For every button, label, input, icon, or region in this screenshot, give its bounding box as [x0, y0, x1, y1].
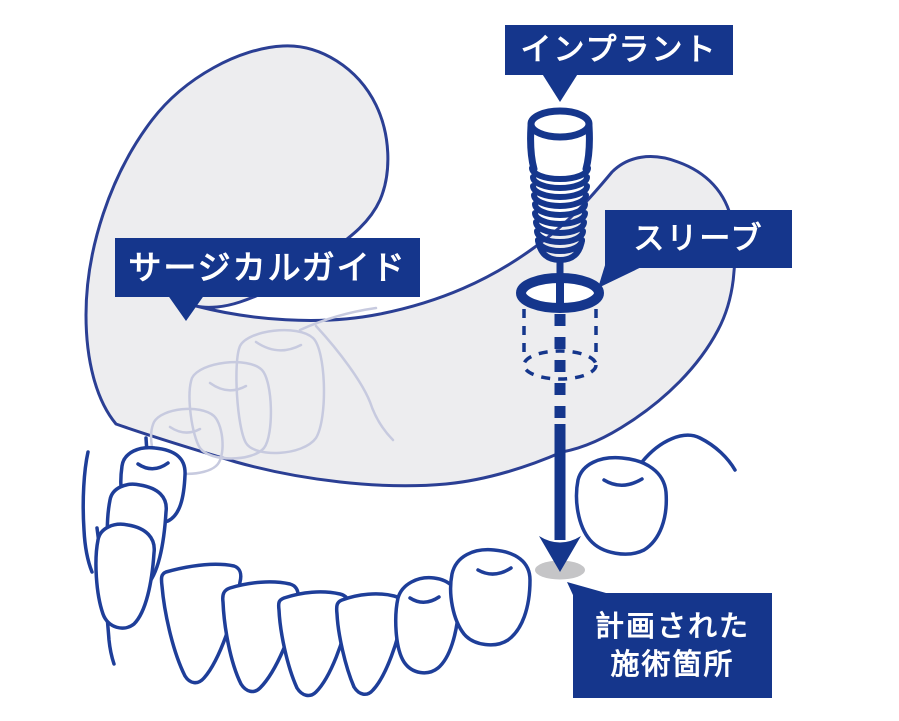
implant-side: [582, 122, 593, 173]
tooth-premolar-left: [94, 522, 156, 630]
planned-site-callout-line2: 施術箇所: [610, 647, 735, 681]
ghost-tooth: [235, 328, 326, 455]
tooth-premolar: [394, 575, 461, 675]
surgical-guide-callout-label: サージカルガイド: [128, 248, 407, 287]
planned-site-callout: 計画された 施術箇所: [573, 593, 772, 698]
thread: [530, 174, 590, 191]
ghost-teeth: [149, 306, 395, 476]
sleeve-cylinder-dashed: [522, 309, 598, 381]
tooth-smile: [136, 461, 170, 471]
thread: [532, 210, 588, 227]
gum-line-left: [81, 450, 94, 574]
ghost-tooth-smile: [168, 425, 202, 434]
gum-line-right: [640, 433, 737, 472]
tooth-canine: [159, 562, 243, 685]
drill-axis: [516, 260, 604, 572]
tooth-smile: [602, 477, 644, 487]
implant-callout-label: インプラント: [520, 31, 718, 68]
thread: [534, 228, 586, 245]
implant-screw: [527, 107, 593, 264]
implant-top-ring: [527, 107, 593, 141]
thread: [532, 201, 588, 218]
cylinder-bottom: [522, 349, 598, 381]
ghost-root-line: [298, 306, 378, 332]
tooth-incisor: [276, 590, 351, 698]
tooth-smile: [476, 566, 513, 576]
tooth-incisor: [334, 592, 405, 696]
ghost-tooth: [188, 360, 273, 460]
ghost-root-line: [314, 324, 395, 442]
ghost-tooth-smile: [254, 340, 303, 352]
thread: [531, 192, 589, 209]
implant-callout: インプラント: [505, 25, 733, 75]
implant-side: [527, 122, 538, 173]
tooth-smile: [408, 595, 441, 604]
sleeve-callout-label: スリーブ: [633, 220, 764, 257]
ghost-tooth-smile: [208, 381, 248, 392]
guide-callout-tail: [167, 294, 205, 321]
sleeve-callout-tail: [598, 262, 652, 288]
surgical-guide-callout: サージカルガイド: [115, 238, 420, 297]
axis-arrowhead: [539, 536, 581, 572]
planned-site-callout-line1: 計画された: [594, 609, 750, 643]
sleeve-callout: スリーブ: [605, 210, 792, 268]
thread: [533, 219, 587, 236]
tooth-molar-right: [574, 455, 669, 556]
thread: [529, 165, 591, 182]
thread: [530, 183, 590, 200]
teeth-row: [81, 433, 737, 698]
implant-callout-tail: [541, 72, 579, 102]
tooth-molar: [448, 547, 532, 647]
